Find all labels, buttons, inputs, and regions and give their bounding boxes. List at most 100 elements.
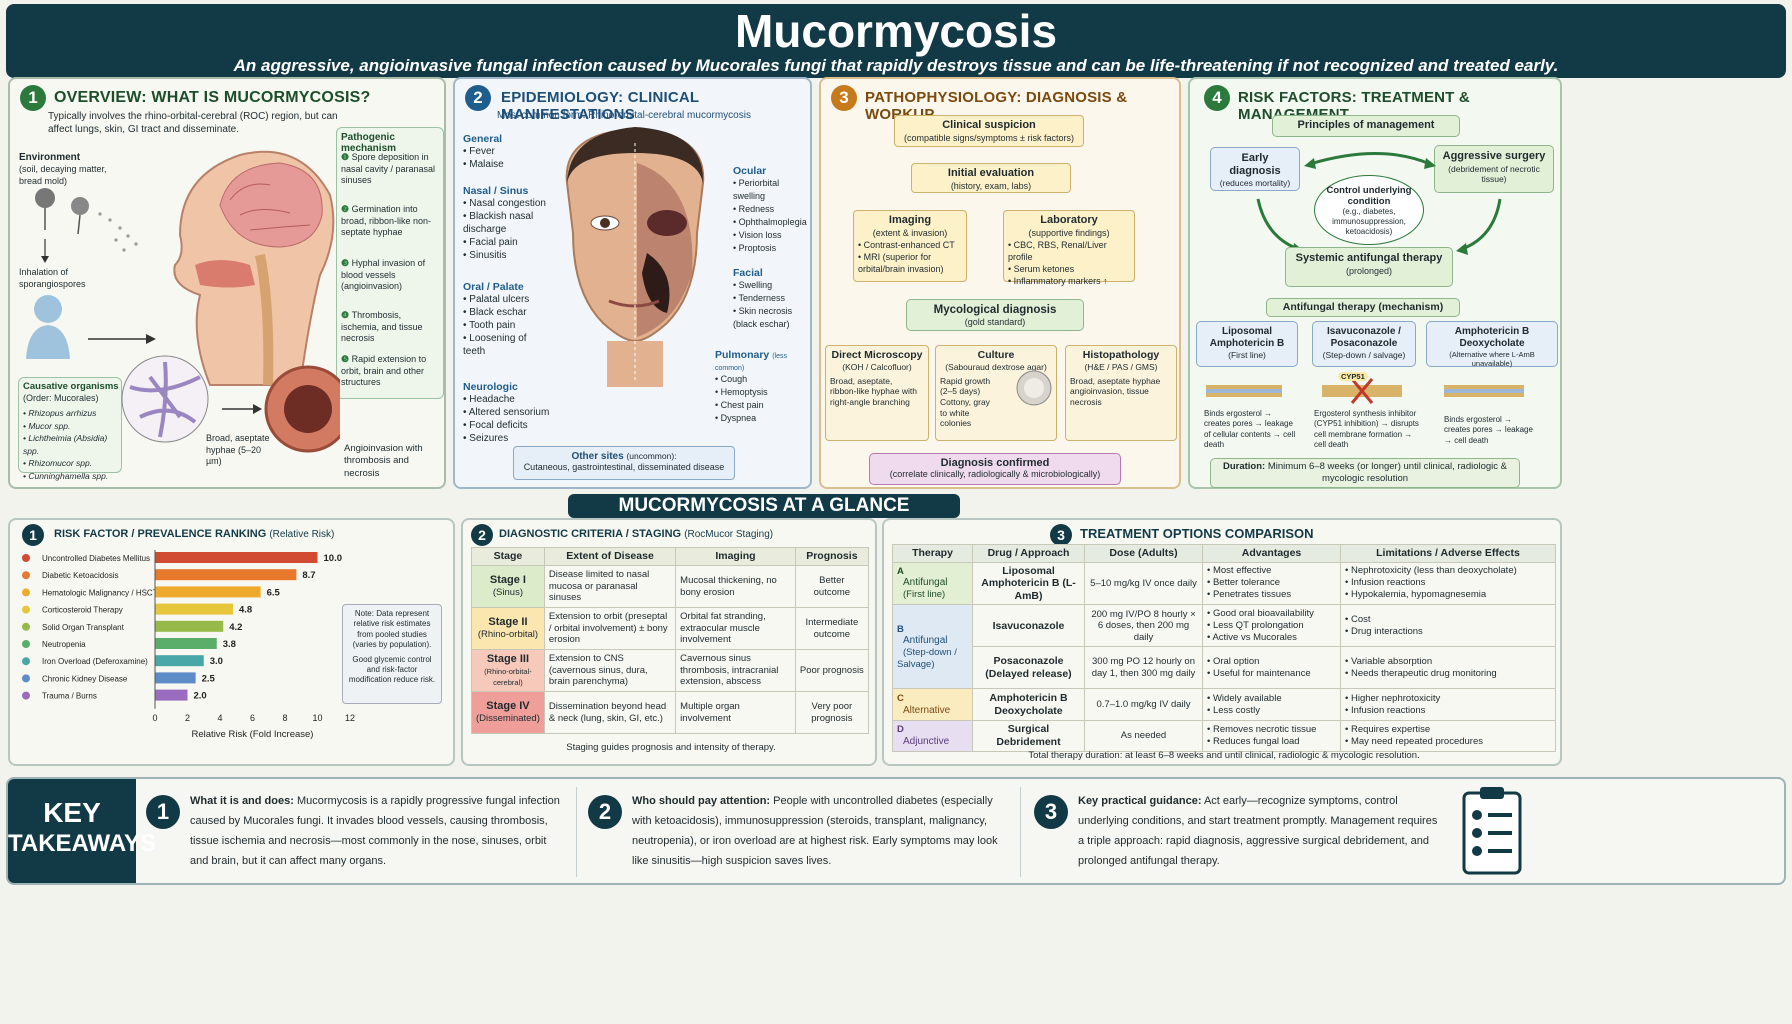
risk-factor-icon	[22, 640, 30, 648]
staging-panel: 2 DIAGNOSTIC CRITERIA / STAGING (RocMuco…	[461, 518, 877, 766]
systemic-antifungal-box: Systemic antifungal therapy(prolonged)	[1285, 247, 1453, 287]
symptom-item: Loosening of teeth	[463, 332, 551, 358]
drug-azole-box: Isavuconazole / Posaconazole(Step-down /…	[1312, 321, 1416, 367]
organism-item: Mucor spp.	[23, 420, 121, 433]
organisms-subtitle: (Order: Mucorales)	[23, 393, 99, 403]
col-header: Extent of Disease	[543, 547, 677, 566]
glance-banner: MUCORMYCOSIS AT A GLANCE	[568, 494, 960, 518]
x-tick-label: 8	[282, 713, 287, 723]
symptom-item: Dyspnea	[715, 412, 811, 425]
col-header: Therapy	[892, 544, 973, 563]
organism-item: Cunninghamella spp.	[23, 470, 121, 483]
mechanism-step-4: ❹ Thrombosis, ischemia, and tissue necro…	[341, 310, 423, 344]
symptom-item: Nasal congestion	[463, 197, 555, 210]
neurologic-group: Neurologic HeadacheAltered sensoriumFoca…	[463, 381, 549, 445]
diagnosis-panel: 3 PATHOPHYSIOLOGY: DIAGNOSIS & WORKUP Cl…	[819, 77, 1181, 489]
section-number: 2	[471, 524, 493, 546]
mechanism-box: Antifungal therapy (mechanism)	[1266, 298, 1460, 317]
x-axis-label: Relative Risk (Fold Increase)	[192, 729, 314, 740]
histopathology-box: Histopathology(H&E / PAS / GMS)Broad, as…	[1065, 345, 1177, 441]
treatment-panel: 4 RISK FACTORS: TREATMENT & MANAGEMENT P…	[1188, 77, 1562, 489]
imaging-box: Imaging(extent & invasion)Contrast-enhan…	[853, 210, 967, 282]
duration-text: Minimum 6–8 weeks (or longer) until clin…	[1267, 461, 1508, 484]
risk-factor-icon	[22, 554, 30, 562]
symptom-item: Palatal ulcers	[463, 293, 551, 306]
risk-factor-icon	[22, 588, 30, 597]
mechanism-step-3: ❸ Hyphal invasion of blood vessels (angi…	[341, 258, 426, 292]
person-silhouette	[26, 295, 70, 359]
symptom-item: Fever	[463, 145, 504, 158]
drug-deoxycholate-mechanism: Binds ergosterol → creates pores → leaka…	[1444, 415, 1533, 445]
overview-intro: Typically involves the rhino-orbital-cer…	[48, 111, 338, 135]
divider	[576, 787, 577, 877]
category-label: Neutropenia	[42, 640, 86, 649]
symptom-item: Chest pain	[715, 399, 811, 412]
laboratory-box: Laboratory(supportive findings)CBC, RBS,…	[1003, 210, 1135, 286]
other-sites-box: Other sites (uncommon): Cutaneous, gastr…	[513, 446, 735, 480]
other-sites-title: Other sites	[571, 451, 624, 462]
drug-liposomal-box: Liposomal Amphotericin B(First line)	[1196, 321, 1298, 367]
hyphae-vessel-illustration	[121, 355, 340, 453]
risk-factor-icon	[22, 622, 30, 631]
spore-illustration	[35, 188, 138, 263]
staging-footnote: Staging guides prognosis and intensity o…	[566, 742, 776, 753]
page-subtitle: An aggressive, angioinvasive fungal infe…	[233, 56, 1559, 75]
principles-box: Principles of management	[1272, 115, 1460, 137]
group-title: Pulmonary	[715, 349, 770, 361]
symptom-item: Blackish nasal discharge	[463, 210, 555, 236]
drug-azole-mechanism: Ergosterol synthesis inhibitor (CYP51 in…	[1314, 409, 1419, 450]
clipboard-checklist-icon	[1462, 787, 1522, 875]
control-condition-circle: Control underlying condition(e.g., diabe…	[1314, 175, 1424, 245]
bar-value-label: 4.8	[239, 605, 252, 616]
stage-row: Stage IV(Disseminated)Dissemination beyo…	[471, 691, 870, 734]
col-header: Dose (Adults)	[1084, 544, 1203, 563]
symptom-item: Ophthalmoplegia	[733, 216, 810, 229]
category-label: Uncontrolled Diabetes Mellitus	[42, 554, 150, 563]
section-subtitle: Most common form: Rhino-orbital-cerebral…	[497, 110, 751, 121]
direct-microscopy-box: Direct Microscopy(KOH / Calcofluor)Broad…	[825, 345, 929, 441]
nasal-group: Nasal / Sinus Nasal congestionBlackish n…	[463, 185, 555, 262]
risk-factor-icon	[22, 674, 30, 683]
bar-value-label: 2.0	[194, 691, 207, 702]
initial-evaluation-box: Initial evaluation(history, exam, labs)	[911, 163, 1071, 193]
oral-group: Oral / Palate Palatal ulcersBlack eschar…	[463, 281, 551, 358]
patient-face-illustration	[565, 127, 705, 387]
section-number: 1	[20, 85, 46, 111]
section-number: 4	[1204, 85, 1230, 111]
bar-value-label: 3.8	[223, 639, 236, 650]
drug-liposomal-mechanism: Binds ergosterol → creates pores → leaka…	[1204, 409, 1296, 450]
category-label: Hematologic Malignancy / HSCT	[42, 588, 158, 597]
col-header: Advantages	[1202, 544, 1341, 563]
bar-value-label: 10.0	[324, 553, 343, 564]
section-title: OVERVIEW: WHAT IS MUCORMYCOSIS?	[54, 89, 371, 106]
bar	[155, 672, 196, 684]
stage-row: Stage I(Sinus)Disease limited to nasal m…	[471, 565, 870, 608]
symptom-item: Altered sensorium	[463, 406, 550, 419]
stage-row: Stage II(Rhino-orbital)Extension to orbi…	[471, 607, 870, 650]
section-number: 2	[465, 85, 491, 111]
treatment-footnote: Total therapy duration: at least 6–8 wee…	[1028, 750, 1420, 761]
category-label: Corticosteroid Therapy	[42, 606, 123, 615]
category-label: Diabetic Ketoacidosis	[42, 571, 118, 580]
organisms-title: Causative organisms	[23, 381, 119, 392]
x-tick-label: 6	[250, 713, 255, 723]
x-tick-label: 2	[185, 713, 190, 723]
clinical-suspicion-box: Clinical suspicion(compatible signs/symp…	[894, 115, 1084, 147]
symptom-item: Proptosis	[733, 242, 810, 255]
category-label: Solid Organ Transplant	[42, 623, 125, 632]
group-title: Neurologic	[463, 381, 518, 393]
group-title: Oral / Palate	[463, 281, 524, 293]
aggressive-surgery-box: Aggressive surgery(debridement of necrot…	[1434, 145, 1554, 193]
therapy-row-b2: Posaconazole (Delayed release)300 mg PO …	[893, 646, 1556, 690]
symptom-item: Focal deficits	[463, 419, 549, 432]
membrane-illustrations	[1206, 378, 1524, 404]
symptom-item: Tooth pain	[463, 319, 551, 332]
overview-panel: 1 OVERVIEW: WHAT IS MUCORMYCOSIS? Typica…	[8, 77, 446, 489]
symptom-item: Cough	[715, 373, 811, 386]
col-header: Stage	[471, 547, 545, 566]
bar	[155, 620, 224, 632]
